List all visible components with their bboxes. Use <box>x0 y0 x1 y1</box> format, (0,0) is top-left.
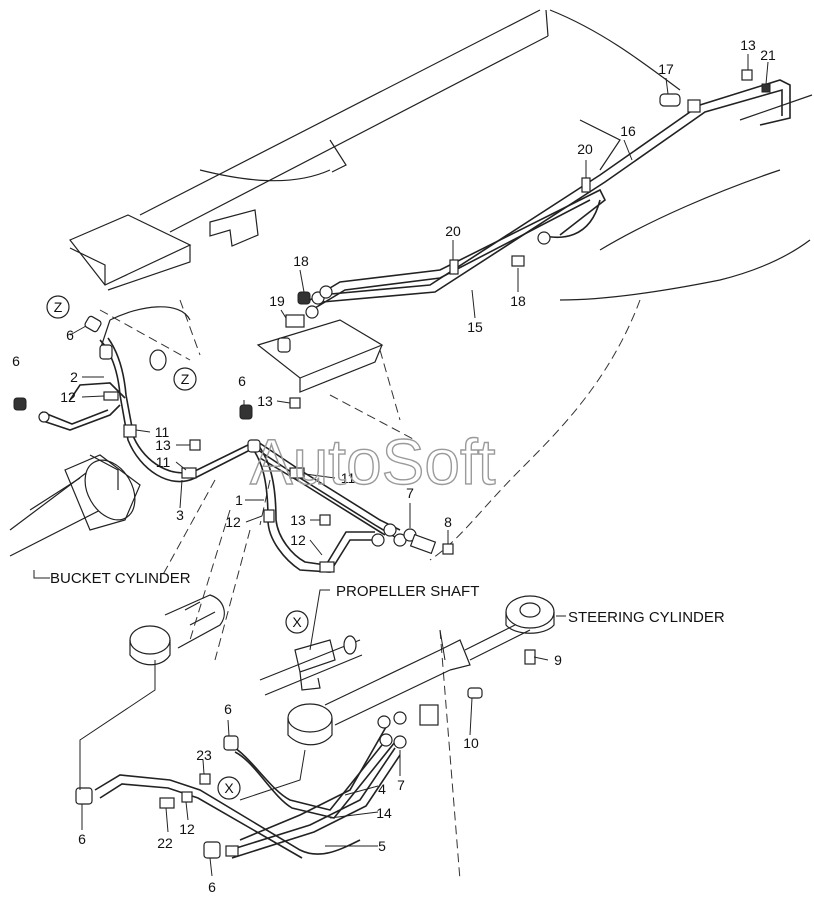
callout-6-d: 6 <box>224 701 232 717</box>
callout-4: 4 <box>378 781 386 797</box>
callout-6-a: 6 <box>66 327 74 343</box>
callout-12-b: 12 <box>225 514 241 530</box>
upper-tubes <box>309 79 791 309</box>
callout-12-a: 12 <box>60 389 76 405</box>
reference-markers: Z Z X X <box>46 295 309 800</box>
callout-23: 23 <box>196 747 212 763</box>
callout-9: 9 <box>554 652 562 668</box>
marker-z-top <box>46 295 70 319</box>
callout-5: 5 <box>378 838 386 854</box>
callout-7-b: 7 <box>397 777 405 793</box>
callout-20-left: 20 <box>445 223 461 239</box>
frame-outline <box>69 9 813 393</box>
callout-20-right: 20 <box>577 141 593 157</box>
marker-z-middle-text: Z <box>181 371 190 387</box>
bucket-cylinder-drawing <box>9 454 141 557</box>
callout-13-top: 13 <box>740 37 756 53</box>
callout-10: 10 <box>463 735 479 751</box>
callout-16: 16 <box>620 123 636 139</box>
callout-2: 2 <box>70 369 78 385</box>
marker-x-middle-text: X <box>292 614 302 630</box>
callout-12-d: 12 <box>179 821 195 837</box>
fittings <box>13 69 771 859</box>
callout-11-c: 11 <box>341 470 356 486</box>
propeller-shaft-label: PROPELLER SHAFT <box>336 583 479 600</box>
callout-18-right: 18 <box>510 293 526 309</box>
pin-shaft <box>99 306 191 371</box>
callout-numbers: 17 13 21 16 20 20 18 18 19 15 6 6 2 12 6… <box>12 37 776 895</box>
callout-19: 19 <box>269 293 285 309</box>
lower-tubes <box>94 719 401 859</box>
component-labels: BUCKET CYLINDER PROPELLER SHAFT STEERING… <box>50 570 725 626</box>
callout-13-a: 13 <box>257 393 273 409</box>
lower-cylinders <box>129 594 555 746</box>
callout-7-a: 7 <box>406 485 414 501</box>
callout-17: 17 <box>658 61 674 77</box>
callout-6-b: 6 <box>12 353 20 369</box>
leader-lines <box>33 54 769 877</box>
marker-z-middle <box>173 367 197 391</box>
callout-18-left: 18 <box>293 253 309 269</box>
bucket-cylinder-label: BUCKET CYLINDER <box>50 570 191 587</box>
steering-cylinder-label: STEERING CYLINDER <box>568 609 725 626</box>
callout-6-f: 6 <box>208 879 216 895</box>
callout-13-b: 13 <box>155 437 171 453</box>
callout-6-e: 6 <box>78 831 86 847</box>
callout-13-c: 13 <box>290 512 306 528</box>
callout-15: 15 <box>467 319 483 335</box>
marker-z-top-text: Z <box>54 299 63 315</box>
callout-3: 3 <box>176 507 184 523</box>
propeller-shaft-drawing <box>259 635 363 696</box>
callout-1: 1 <box>235 492 243 508</box>
callout-6-c: 6 <box>238 373 246 389</box>
watermark: AutoSoft <box>250 426 496 498</box>
callout-11-a: 11 <box>155 424 170 440</box>
callout-14: 14 <box>376 805 392 821</box>
marker-x-lower <box>217 776 241 800</box>
callout-12-c: 12 <box>290 532 306 548</box>
callout-22: 22 <box>157 835 173 851</box>
callout-8: 8 <box>444 514 452 530</box>
marker-x-lower-text: X <box>224 780 234 796</box>
callout-11-b: 11 <box>156 454 171 470</box>
callout-21: 21 <box>760 47 776 63</box>
hidden-lines <box>99 299 641 881</box>
marker-x-middle <box>285 610 309 634</box>
